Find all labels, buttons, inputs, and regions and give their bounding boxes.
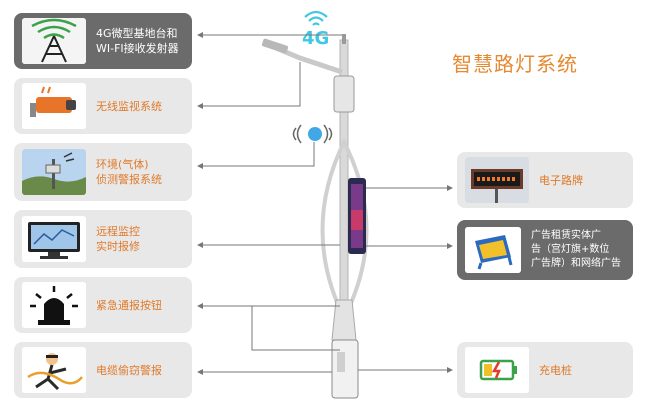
card-label: 环境(气体) 侦测警报系统 — [96, 158, 162, 186]
card-label: 电子路牌 — [539, 173, 583, 187]
thief-icon — [22, 347, 86, 393]
diagram-title: 智慧路灯系统 — [452, 52, 578, 76]
4g-badge: 4G — [302, 28, 330, 49]
wifi-icon — [304, 10, 328, 26]
card-remote: 远程监控 实时报修 — [14, 210, 192, 268]
card-e-sign: 电子路牌 — [457, 152, 633, 208]
alarm-light-icon — [22, 282, 86, 328]
card-monitor: 无线监视系统 — [14, 78, 192, 134]
card-advertising: 广告租赁实体广 告（宫灯旗+数位 广告牌）和网络广告 — [457, 220, 633, 280]
card-label: 4G微型基地台和 WI-FI接收发射器 — [96, 27, 179, 55]
tower-icon — [22, 18, 86, 64]
led-sign-icon — [465, 157, 529, 203]
card-environment: 环境(气体) 侦测警报系统 — [14, 143, 192, 201]
camera-icon — [22, 83, 86, 129]
card-label: 无线监视系统 — [96, 99, 162, 113]
card-label: 紧急通报按钮 — [96, 298, 162, 312]
card-label: 远程监控 实时报修 — [96, 225, 140, 253]
radio-signal-icon — [292, 124, 333, 144]
card-base-station: 4G微型基地台和 WI-FI接收发射器 — [14, 13, 192, 69]
charging-icon — [465, 347, 529, 393]
billboard-icon — [465, 227, 521, 273]
monitor-icon — [22, 216, 86, 262]
card-label: 充电桩 — [539, 363, 572, 377]
card-label: 电缆偷窃警报 — [96, 363, 162, 377]
card-label: 广告租赁实体广 告（宫灯旗+数位 广告牌）和网络广告 — [531, 230, 621, 269]
card-cable-theft: 电缆偷窃警报 — [14, 342, 192, 398]
street-lamp-pole — [261, 34, 369, 399]
weather-station-icon — [22, 149, 86, 195]
card-charging: 充电桩 — [457, 342, 633, 398]
card-emergency: 紧急通报按钮 — [14, 277, 192, 333]
